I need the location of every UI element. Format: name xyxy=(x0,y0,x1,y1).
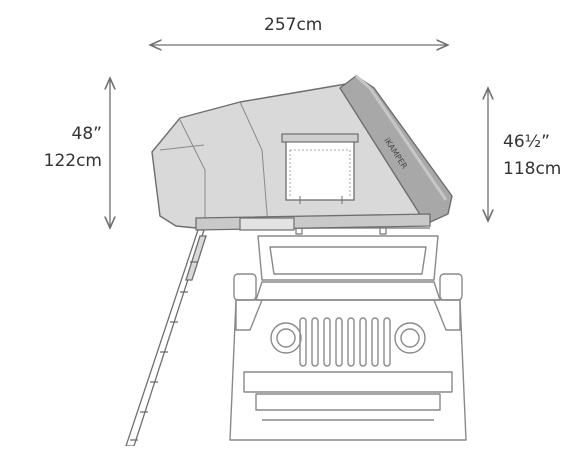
roof-top-tent: iKAMPER xyxy=(151,74,453,231)
left-height-inches-label: 48” xyxy=(71,124,102,144)
right-height-cm-label: 118cm xyxy=(503,159,562,179)
left-height-cm-label: 122cm xyxy=(43,151,102,171)
width-label: 257cm xyxy=(264,15,323,35)
tent-window xyxy=(285,139,355,201)
vehicle-outline xyxy=(229,223,467,441)
right-height-inches-label: 46½” xyxy=(503,132,550,152)
ladder xyxy=(125,229,207,447)
